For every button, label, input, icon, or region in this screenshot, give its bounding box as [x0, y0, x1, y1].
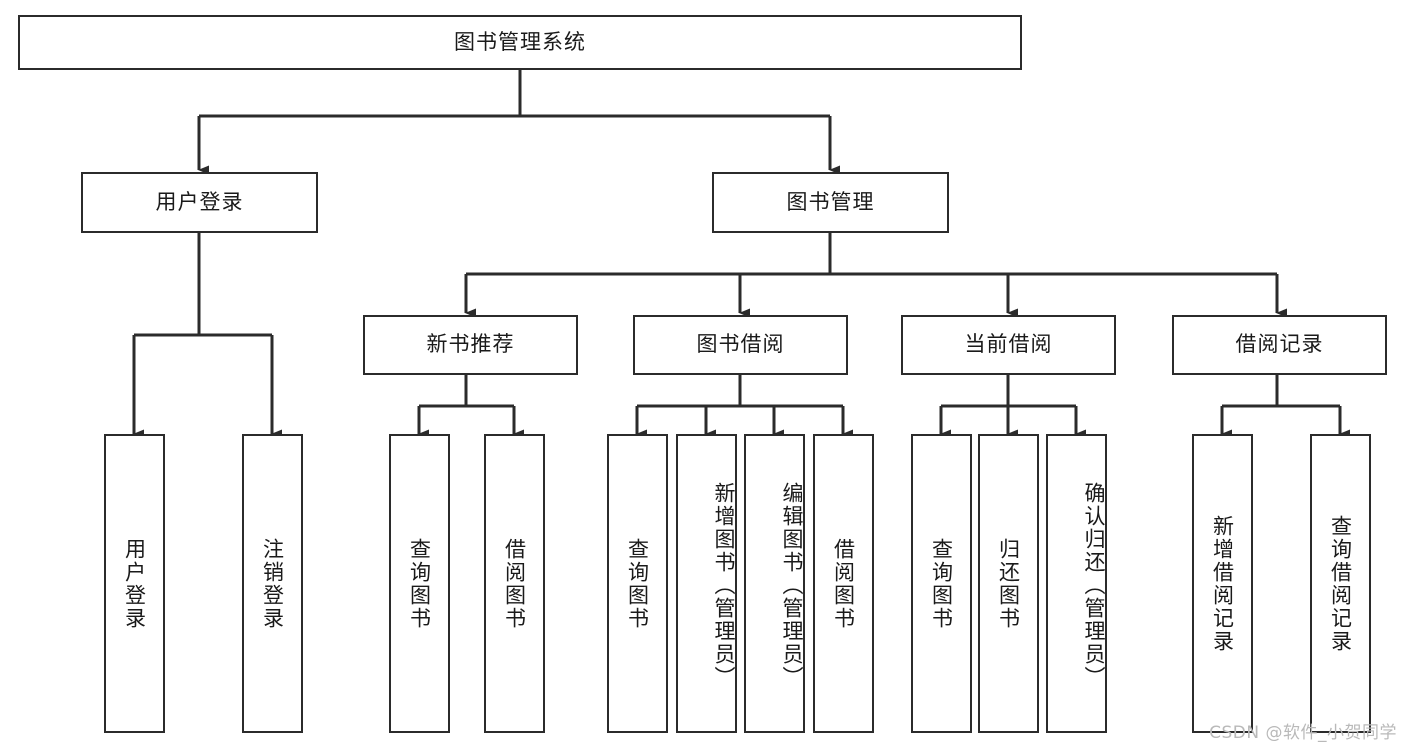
leaf-borrow-add-book-admin[interactable]: 新增图书（管理员）	[676, 434, 737, 733]
leaf-record-query-borrow-record[interactable]: 查询借阅记录	[1310, 434, 1371, 733]
node-label: 查询图书	[929, 537, 954, 630]
node-label: 新书推荐	[426, 332, 515, 357]
leaf-current-return-book[interactable]: 归还图书	[978, 434, 1039, 733]
node-label: 查询图书	[625, 537, 650, 630]
watermark-text: CSDN @软件_小贺同学	[1209, 723, 1397, 743]
node-label: 确认归还（管理员）	[1082, 482, 1106, 689]
leaf-record-add-borrow-record[interactable]: 新增借阅记录	[1192, 434, 1253, 733]
leaf-borrow-borrow-book[interactable]: 借阅图书	[813, 434, 874, 733]
node-book-management[interactable]: 图书管理	[712, 172, 949, 233]
leaf-user-login[interactable]: 用户登录	[104, 434, 165, 733]
node-label: 借阅记录	[1235, 332, 1324, 357]
node-user-login[interactable]: 用户登录	[81, 172, 318, 233]
node-label: 归还图书	[996, 537, 1021, 630]
leaf-user-logout[interactable]: 注销登录	[242, 434, 303, 733]
node-label: 查询借阅记录	[1328, 514, 1353, 653]
leaf-recommend-borrow-book[interactable]: 借阅图书	[484, 434, 545, 733]
node-label: 图书管理系统	[454, 29, 586, 54]
leaf-current-query-book[interactable]: 查询图书	[911, 434, 972, 733]
node-root-book-management-system[interactable]: 图书管理系统	[18, 15, 1022, 70]
node-book-borrow[interactable]: 图书借阅	[633, 315, 848, 375]
node-borrow-record[interactable]: 借阅记录	[1172, 315, 1387, 375]
node-label: 用户登录	[155, 189, 244, 214]
node-label: 新增图书（管理员）	[712, 482, 736, 689]
leaf-current-confirm-return-admin[interactable]: 确认归还（管理员）	[1046, 434, 1107, 733]
node-label: 编辑图书（管理员）	[780, 482, 804, 689]
leaf-borrow-query-book[interactable]: 查询图书	[607, 434, 668, 733]
node-label: 新增借阅记录	[1210, 514, 1235, 653]
leaf-recommend-query-book[interactable]: 查询图书	[389, 434, 450, 733]
node-label: 注销登录	[260, 537, 285, 630]
node-current-borrow[interactable]: 当前借阅	[901, 315, 1116, 375]
leaf-borrow-edit-book-admin[interactable]: 编辑图书（管理员）	[744, 434, 805, 733]
node-label: 借阅图书	[831, 537, 856, 630]
node-label: 图书管理	[786, 189, 875, 214]
node-new-book-recommendation[interactable]: 新书推荐	[363, 315, 578, 375]
node-label: 借阅图书	[502, 537, 527, 630]
node-label: 图书借阅	[696, 332, 785, 357]
node-label: 查询图书	[407, 537, 432, 630]
node-label: 当前借阅	[964, 332, 1053, 357]
node-label: 用户登录	[122, 537, 147, 630]
